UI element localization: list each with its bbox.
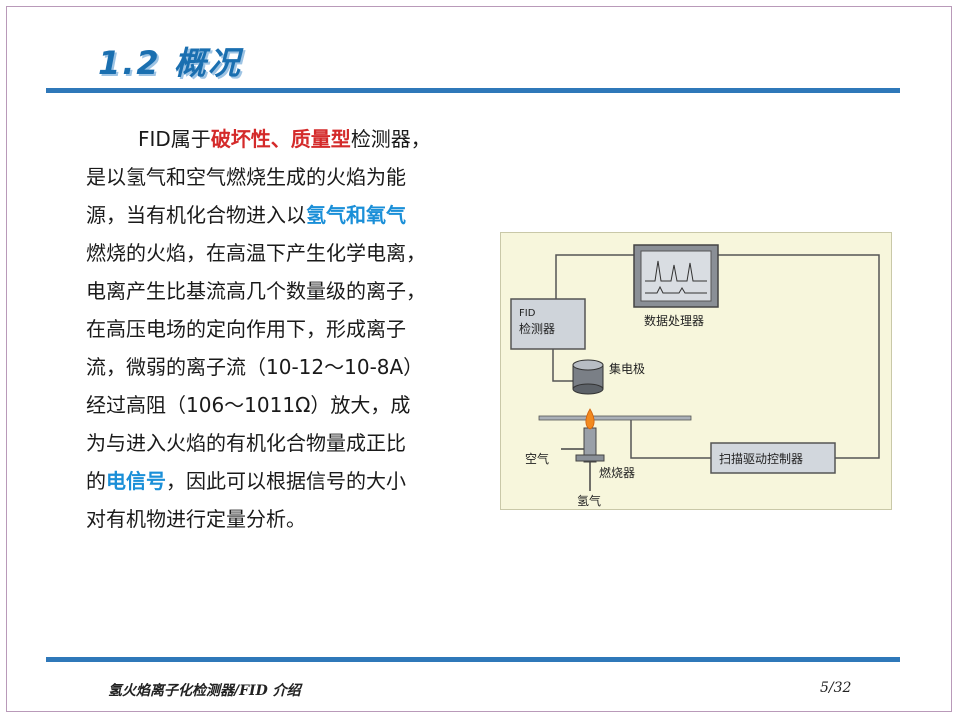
text-line: 是以氢气和空气燃烧生成的火焰为能	[86, 165, 406, 189]
text-line: 燃烧的火焰，在高温下产生化学电离，	[86, 241, 426, 265]
text-line: 源，当有机化合物进入以氢气和氧气	[86, 196, 486, 234]
fid-schematic-diagram: 数据处理器 FID 检测器 集电极 空气 燃烧器 氢气 扫描	[500, 232, 892, 510]
emphasis-blue: 电信号	[106, 469, 166, 493]
description-paragraph: FID属于破坏性、质量型检测器， 是以氢气和空气燃烧生成的火焰为能 源，当有机化…	[86, 120, 486, 538]
text-line: 电离产生比基流高几个数量级的离子，	[86, 279, 426, 303]
line-processor-to-controller	[716, 254, 880, 459]
text-line: 在高压电场的定向作用下，形成离子	[86, 317, 406, 341]
data-processor-label: 数据处理器	[644, 313, 704, 328]
text-line: FID属于破坏性、质量型检测器，	[86, 120, 486, 158]
slide-frame	[6, 6, 952, 712]
scan-controller-box: 扫描驱动控制器	[710, 442, 836, 474]
text-run: ，因此可以根据信号的大小	[166, 469, 406, 493]
slide-title: 1.2 概况	[98, 44, 242, 82]
line-burner-to-controller	[630, 418, 711, 459]
detector-label: 检测器	[519, 321, 555, 336]
air-label: 空气	[525, 451, 549, 466]
fid-label: FID	[519, 308, 536, 319]
flame-icon	[585, 408, 595, 430]
text-line: 经过高阻（106～1011Ω）放大，成	[86, 393, 411, 417]
emphasis-blue: 氢气和氧气	[306, 203, 406, 227]
data-processor-monitor	[633, 244, 719, 308]
text-run: FID属于	[138, 127, 211, 151]
burner-label: 燃烧器	[599, 465, 635, 480]
fid-detector-box: FID 检测器	[510, 298, 586, 350]
bottom-divider	[46, 657, 900, 662]
emphasis-red: 破坏性、质量型	[210, 127, 351, 151]
text-line: 为与进入火焰的有机化合物量成正比	[86, 431, 406, 455]
line-fid-to-processor	[555, 254, 636, 299]
text-line: 的电信号，因此可以根据信号的大小	[86, 462, 486, 500]
scan-controller-label: 扫描驱动控制器	[719, 452, 803, 466]
text-run: 的	[86, 469, 106, 493]
connection-lines	[552, 254, 880, 459]
collector-electrode	[572, 359, 604, 395]
hydrogen-label: 氢气	[577, 493, 601, 508]
fid-schematic-svg: 数据处理器 FID 检测器 集电极 空气 燃烧器 氢气 扫描	[510, 244, 880, 508]
footer-title: 氢火焰离子化检测器/FID 介绍	[108, 683, 301, 699]
top-divider	[46, 88, 900, 93]
text-line: 流，微弱的离子流（10-12～10-8A）	[86, 355, 424, 379]
line-fid-to-collector	[552, 349, 573, 382]
text-line: 对有机物进行定量分析。	[86, 507, 306, 531]
burner-assembly	[538, 408, 692, 491]
page-number: 5/32	[820, 680, 852, 696]
text-run: 源，当有机化合物进入以	[86, 203, 306, 227]
text-run: 检测器，	[350, 127, 431, 151]
collector-label: 集电极	[609, 361, 645, 376]
